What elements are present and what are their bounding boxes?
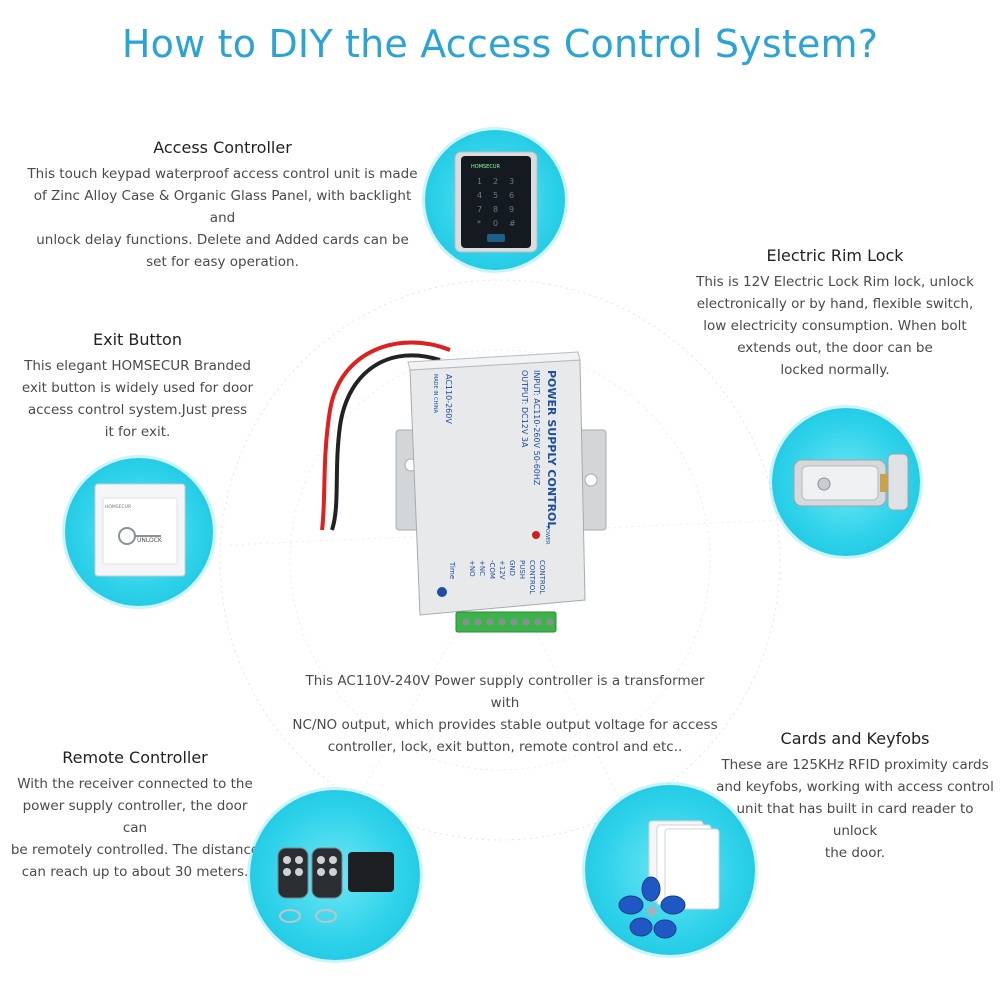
power-supply-image: POWER SUPPLY CONTROL INPUT: AC110-260V 5…: [300, 330, 630, 655]
power-led-icon: [532, 531, 540, 539]
key: 7: [477, 205, 482, 214]
cards-keyfobs-line: the door.: [824, 845, 886, 861]
access-controller-line: of Zinc Alloy Case & Organic Glass Panel…: [33, 188, 412, 226]
device-input-label: INPUT: AC110-260V 50-60HZ: [532, 370, 541, 486]
exit-button-line: access control system.Just press: [27, 402, 248, 418]
device-output-label: OUTPUT: DC12V 3A: [520, 370, 529, 448]
terminal-label: GND: [508, 560, 516, 576]
electric-rim-lock-line: low electricity consumption. When bolt: [703, 318, 967, 334]
exit-button-heading: Exit Button: [93, 330, 182, 349]
exit-button-icon: HOMSECUR UNLOCK: [94, 483, 186, 577]
electric-rim-lock-line: locked normally.: [780, 362, 890, 378]
terminal-label: PUSH: [518, 560, 526, 579]
key: 8: [493, 205, 498, 214]
power-supply-line: controller, lock, exit button, remote co…: [327, 739, 683, 755]
terminal-label: +NO: [468, 560, 476, 577]
cards-keyfobs-line: These are 125KHz RFID proximity cards: [721, 757, 989, 773]
terminal-label: CONTROL: [528, 560, 536, 594]
terminal-label: +NC: [478, 560, 486, 576]
exit-button-block: Exit Button This elegant HOMSECUR Brande…: [20, 330, 255, 443]
key: 5: [493, 191, 498, 200]
exit-button-line: it for exit.: [104, 424, 171, 440]
power-supply-block: This AC110V-240V Power supply controller…: [290, 670, 720, 758]
electric-rim-lock-line: This is 12V Electric Lock Rim lock, unlo…: [696, 274, 974, 290]
device-made-label: MADE IN CHINA: [432, 374, 438, 414]
keypad-icon: HOMSECUR 1 2 3 4 5 6 7 8 9 * 0 #: [454, 151, 538, 253]
access-controller-line: set for easy operation.: [146, 254, 299, 270]
device-ac-label: AC110-260V: [444, 374, 453, 424]
access-controller-image: HOMSECUR 1 2 3 4 5 6 7 8 9 * 0 #: [425, 130, 565, 270]
key: 9: [509, 205, 514, 214]
device-main-label: POWER SUPPLY CONTROL: [545, 370, 558, 528]
cards-keyfobs-image: [585, 785, 755, 955]
terminal-label: -COM: [488, 560, 496, 579]
remote-controller-line: be remotely controlled. The distance: [10, 842, 260, 858]
key: 2: [493, 177, 498, 186]
exit-button-line: This elegant HOMSECUR Branded: [24, 358, 251, 374]
remote-controller-line: power supply controller, the door can: [22, 798, 248, 836]
terminal-label: +12V: [498, 560, 506, 580]
key: 4: [477, 191, 482, 200]
access-controller-heading: Access Controller: [153, 138, 292, 157]
exit-button-image: HOMSECUR UNLOCK: [65, 458, 213, 606]
cards-keyfobs-block: Cards and Keyfobs These are 125KHz RFID …: [715, 729, 995, 864]
key: #: [509, 219, 516, 228]
keypad-brand-label: HOMSECUR: [471, 164, 500, 170]
rfid-cards-icon: [618, 820, 720, 939]
access-controller-line: unlock delay functions. Delete and Added…: [36, 232, 409, 248]
time-knob-icon: [437, 587, 447, 597]
key: 1: [477, 177, 482, 186]
electric-rim-lock-image: [772, 408, 920, 556]
access-controller-block: Access Controller This touch keypad wate…: [20, 138, 425, 273]
power-supply-line: NC/NO output, which provides stable outp…: [292, 717, 718, 733]
key: 0: [493, 219, 498, 228]
cards-keyfobs-line: and keyfobs, working with access control: [716, 779, 994, 795]
power-supply-icon: POWER SUPPLY CONTROL INPUT: AC110-260V 5…: [320, 340, 607, 633]
electric-rim-lock-line: electronically or by hand, flexible swit…: [696, 296, 974, 312]
cards-keyfobs-heading: Cards and Keyfobs: [780, 729, 930, 748]
electric-rim-lock-block: Electric Rim Lock This is 12V Electric L…: [690, 246, 980, 381]
exit-button-brand-label: HOMSECUR: [105, 504, 131, 510]
power-supply-line: This AC110V-240V Power supply controller…: [305, 673, 705, 711]
cards-keyfobs-line: unit that has built in card reader to un…: [736, 801, 974, 839]
remote-controller-line: can reach up to about 30 meters.: [21, 864, 249, 880]
remote-controller-heading: Remote Controller: [62, 748, 208, 767]
exit-button-unlock-label: UNLOCK: [137, 537, 163, 544]
key: 3: [509, 177, 514, 186]
electric-rim-lock-line: extends out, the door can be: [737, 340, 933, 356]
device-power-label: POWER: [544, 526, 550, 545]
key: 6: [509, 191, 514, 200]
remote-controller-line: With the receiver connected to the: [17, 776, 253, 792]
access-controller-line: This touch keypad waterproof access cont…: [27, 166, 418, 182]
page-title: How to DIY the Access Control System?: [121, 22, 879, 66]
remote-controller-block: Remote Controller With the receiver conn…: [10, 748, 260, 883]
rim-lock-icon: [793, 453, 909, 511]
electric-rim-lock-heading: Electric Rim Lock: [766, 246, 904, 265]
exit-button-line: exit button is widely used for door: [21, 380, 254, 396]
remote-keyfob-icon: [277, 847, 394, 923]
key: *: [477, 219, 481, 228]
time-label: Time: [448, 561, 456, 579]
terminal-label: CONTROL: [538, 560, 546, 594]
remote-controller-image: [250, 790, 420, 960]
